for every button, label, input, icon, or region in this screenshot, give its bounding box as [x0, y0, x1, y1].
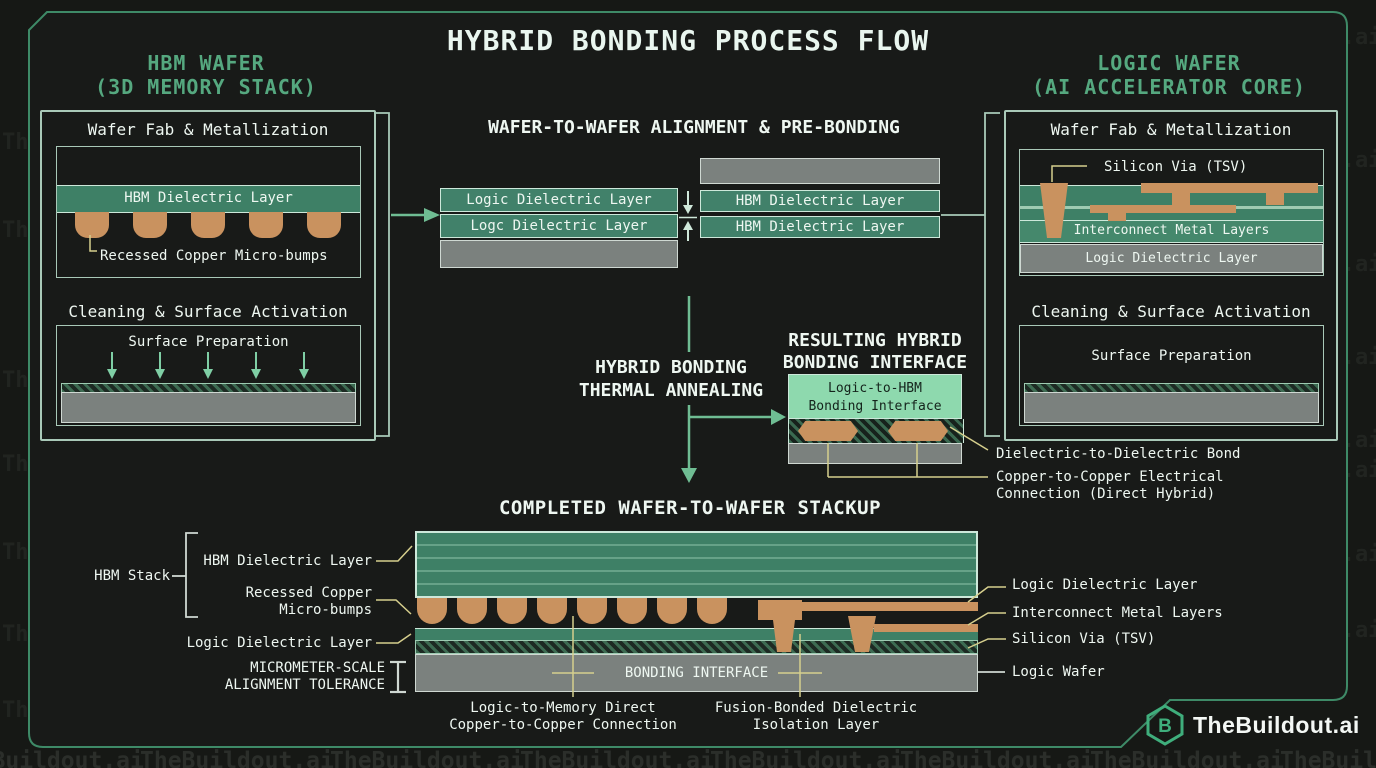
logic-metal-band-1 — [1020, 185, 1323, 207]
thebuildout-logo-icon: B — [1146, 704, 1184, 746]
copper-bump — [249, 212, 283, 238]
logic-dielectric-strip — [415, 628, 978, 641]
logic-fab-title: Wafer Fab & Metallization — [1050, 120, 1292, 139]
copper-bump — [417, 598, 447, 624]
copper-bump — [617, 598, 647, 624]
logic-dielectric-bar-1: Logic Dielectric Layer — [440, 188, 678, 212]
logic-wafer-slab — [440, 240, 678, 268]
logic-dielectric-label-left: Logic Dielectric Layer — [186, 635, 372, 651]
hbm-wafer-slab — [700, 158, 940, 184]
logic-wafer-box: Wafer Fab & Metallization Silicon Via (T… — [1004, 110, 1338, 441]
copper-bump — [537, 598, 567, 624]
copper-bump — [133, 212, 167, 238]
logic-dielectric-label-right: Logic Dielectric Layer — [1012, 577, 1198, 593]
fusion-bond-strip — [415, 640, 978, 654]
resulting-wafer-slab — [788, 443, 962, 464]
wafer-base-band — [61, 392, 356, 423]
page-title: HYBRID BONDING PROCESS FLOW — [446, 24, 930, 57]
logic-dielectric-band: Logic Dielectric Layer — [1020, 244, 1323, 273]
watermark-text: TheBuildout.ai — [710, 748, 904, 768]
interconnect-band: Interconnect Metal Layers — [1020, 220, 1323, 243]
alignment-title: WAFER-TO-WAFER ALIGNMENT & PRE-BONDING — [488, 117, 900, 138]
copper-pad — [798, 421, 858, 441]
logic-wafer-slab-bottom: BONDING INTERFACE — [415, 654, 978, 692]
watermark-text: TheBuildout.ai — [1280, 748, 1376, 768]
interconnect-label: Interconnect Metal Layers — [1012, 605, 1223, 621]
surface-prep-label: Surface Preparation — [1091, 348, 1252, 364]
watermark-text: TheBuildout.ai — [1090, 748, 1284, 768]
copper-bump — [307, 212, 341, 238]
bumps-label: Recessed Copper Micro-bumps — [100, 248, 328, 264]
thebuildout-logo-text: TheBuildout.ai — [1193, 711, 1360, 738]
hbm-fab-diagram: HBM Dielectric Layer Recessed Copper Mic… — [56, 146, 361, 278]
surface-prep-label: Surface Preparation — [128, 334, 289, 350]
logic-metal-band-2 — [1020, 209, 1323, 220]
hbm-stack-label: HBM Stack — [94, 568, 170, 584]
watermark-text: TheBuildout.ai — [900, 748, 1094, 768]
annealing-label: HYBRID BONDING THERMAL ANNEALING — [578, 357, 764, 402]
hbm-dielectric-band: HBM Dielectric Layer — [57, 185, 360, 213]
logic-dielectric-bar-2: Logc Dielectric Layer — [440, 214, 678, 238]
hbm-fab-title: Wafer Fab & Metallization — [87, 120, 329, 139]
hbm-dielectric-label: HBM Dielectric Layer — [203, 553, 372, 569]
bonding-interface-box: Logic-to-HBM Bonding Interface — [788, 374, 962, 419]
logic-wafer-header: LOGIC WAFER (AI ACCELERATOR CORE) — [1032, 51, 1306, 99]
tolerance-label: MICROMETER-SCALE ALIGNMENT TOLERANCE — [224, 660, 385, 693]
wafer-base-band — [1024, 392, 1319, 423]
copper-bump — [657, 598, 687, 624]
logic-wafer-label: Logic Wafer — [1012, 664, 1105, 680]
hbm-wafer-box: Wafer Fab & Metallization HBM Dielectric… — [40, 110, 376, 441]
copper-connection-label: Logic-to-Memory Direct Copper-to-Copper … — [449, 700, 677, 733]
copper-bump — [457, 598, 487, 624]
dielectric-bond-note: Dielectric-to-Dielectric Bond — [996, 446, 1241, 462]
watermark-text: TheBuildout.ai — [520, 748, 714, 768]
hbm-dielectric-bar-2: HBM Dielectric Layer — [700, 216, 940, 238]
stackup-title: COMPLETED WAFER-TO-WAFER STACKUP — [498, 497, 882, 519]
tsv-label: Silicon Via (TSV) — [1104, 159, 1248, 175]
copper-bump — [191, 212, 225, 238]
copper-bond-note: Copper-to-Copper Electrical Connection (… — [996, 469, 1224, 502]
watermark-text: TheBuildout.ai — [140, 748, 334, 768]
copper-bump — [697, 598, 727, 624]
copper-bump — [577, 598, 607, 624]
watermark-text: TheBuildout.ai — [0, 748, 144, 768]
hbm-wafer-header: HBM WAFER (3D MEMORY STACK) — [95, 51, 317, 99]
svg-text:B: B — [1158, 716, 1172, 737]
copper-bump — [75, 212, 109, 238]
copper-bump — [497, 598, 527, 624]
logic-cleaning-diagram: Surface Preparation — [1019, 325, 1324, 426]
resulting-title: RESULTING HYBRID BONDING INTERFACE — [782, 330, 968, 373]
tsv-label-right: Silicon Via (TSV) — [1012, 631, 1156, 647]
logic-cleaning-title: Cleaning & Surface Activation — [1031, 302, 1311, 321]
thebuildout-logo: B TheBuildout.ai — [1146, 704, 1360, 746]
hbm-cleaning-title: Cleaning & Surface Activation — [68, 302, 348, 321]
logic-fab-diagram: Silicon Via (TSV) Interconnect Metal Lay… — [1019, 149, 1324, 276]
hbm-dielectric-bar-1: HBM Dielectric Layer — [700, 190, 940, 212]
hbm-cleaning-diagram: Surface Preparation — [56, 325, 361, 426]
copper-pad — [888, 421, 948, 441]
watermark-text: TheBuildout.ai — [330, 748, 524, 768]
recessed-bumps-label: Recessed Copper Micro-bumps — [245, 585, 372, 618]
fusion-layer-label: Fusion-Bonded Dielectric Isolation Layer — [714, 700, 918, 733]
hbm-stack-block — [415, 531, 978, 598]
